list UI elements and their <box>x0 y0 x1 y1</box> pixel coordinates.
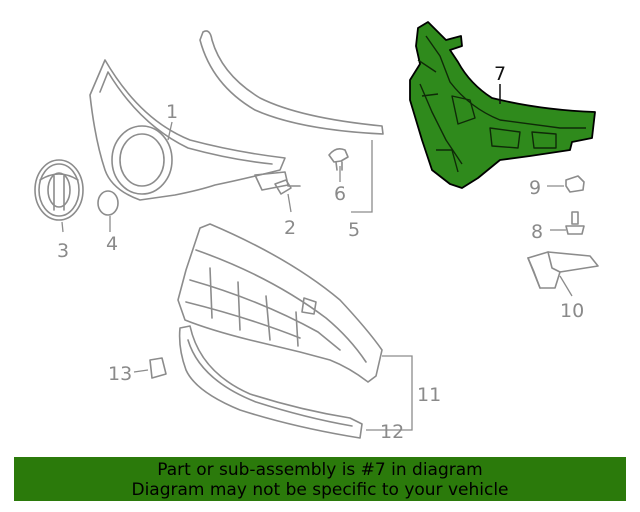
part-7-grille-bracket[interactable] <box>409 21 596 189</box>
callout-10: 10 <box>560 300 584 322</box>
callout-7: 7 <box>494 63 506 85</box>
parts-diagram: 1 2 3 4 5 6 7 8 9 10 11 12 13 <box>34 21 599 443</box>
banner-line-1: Part or sub-assembly is #7 in diagram <box>157 460 483 480</box>
part-13-insert[interactable] <box>149 357 167 379</box>
leader-lines <box>61 84 573 431</box>
callout-9: 9 <box>529 177 541 199</box>
part-8-bolt[interactable] <box>565 211 585 235</box>
callout-6: 6 <box>334 183 346 205</box>
callout-8: 8 <box>531 221 543 243</box>
notice-banner: Part or sub-assembly is #7 in diagram Di… <box>14 457 626 501</box>
callout-4: 4 <box>106 233 118 255</box>
part-5-molding[interactable] <box>199 30 384 135</box>
callout-3: 3 <box>57 240 69 262</box>
part-6-clip[interactable] <box>328 148 349 171</box>
part-3-emblem[interactable] <box>34 159 84 221</box>
callout-12: 12 <box>380 421 404 443</box>
callout-13: 13 <box>108 363 132 385</box>
callout-1: 1 <box>166 101 178 123</box>
part-4-seal[interactable] <box>97 190 119 216</box>
banner-line-2: Diagram may not be specific to your vehi… <box>131 480 509 500</box>
callout-5: 5 <box>348 219 360 241</box>
part-9-nut[interactable] <box>565 175 585 193</box>
callout-2: 2 <box>284 217 296 239</box>
part-12-lower-molding[interactable] <box>178 325 363 439</box>
part-1-grille-frame[interactable] <box>89 59 289 201</box>
part-11-lower-grille[interactable] <box>177 223 383 383</box>
part-2-screw[interactable] <box>274 179 301 195</box>
callout-11: 11 <box>417 384 441 406</box>
part-10-bracket[interactable] <box>527 251 599 289</box>
